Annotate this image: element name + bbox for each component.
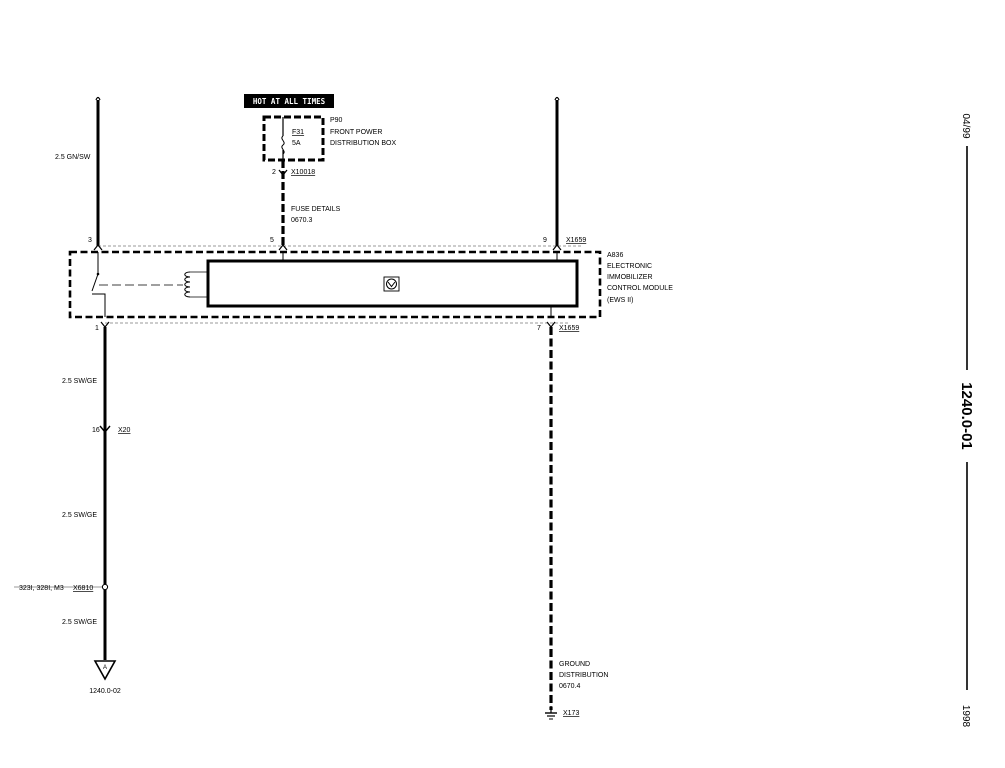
connector-x1659-top: X1659 [566, 237, 586, 244]
ground-line1: GROUND [559, 661, 590, 668]
wire-top-right-end [554, 96, 560, 101]
pin-5-connector [278, 244, 288, 251]
hot-at-all-times-banner [244, 94, 334, 108]
fuse-details-line1: FUSE DETAILS [291, 206, 341, 213]
pin-3-label: 3 [88, 237, 92, 244]
ground-line3: 0670.4 [559, 683, 581, 690]
ref-arrow-target: 1240.0-02 [89, 688, 121, 695]
connector-x10018-symbol [278, 169, 288, 177]
fuse-box-outline [262, 115, 325, 162]
connector-x20: X20 [118, 427, 131, 434]
connector-x20-symbol [99, 425, 111, 434]
module-id: A836 [607, 252, 623, 259]
wire-label-sw-ge-1: 2.5 SW/GE [62, 378, 97, 385]
ground-line2: DISTRIBUTION [559, 672, 608, 679]
wire-label-sw-ge-2: 2.5 SW/GE [62, 512, 97, 519]
pin-9-connector [552, 244, 562, 251]
module-outer-box [68, 250, 602, 319]
pin-1-label: 1 [95, 325, 99, 332]
wire-label-sw-ge-3: 2.5 SW/GE [62, 619, 97, 626]
relay-switch-arm [91, 273, 99, 292]
pin-5-label: 5 [270, 237, 274, 244]
x6810-models: 323I, 328I, M3 [19, 585, 64, 592]
fuse-rating: 5A [292, 140, 301, 147]
fuse-pin-label: 2 [272, 169, 276, 176]
fuse-box-line1: FRONT POWER [330, 129, 382, 136]
ground-icon [545, 706, 557, 720]
relay-coil-icon [184, 271, 191, 298]
control-unit-icon [386, 278, 397, 290]
banner-text: HOT AT ALL TIMES [253, 97, 326, 106]
fuse-box-id: P90 [330, 117, 343, 124]
module-line2: IMMOBILIZER [607, 274, 653, 281]
relay-switch-contact [96, 272, 100, 276]
module-body [206, 259, 579, 308]
module-line3: CONTROL MODULE [607, 285, 673, 292]
fuse-details-line2: 0670.3 [291, 217, 313, 224]
control-unit-icon-frame [383, 276, 400, 292]
ref-arrow-letter: A [103, 665, 107, 671]
wire-top-left-end [95, 96, 101, 101]
connector-x1659-bottom: X1659 [559, 325, 579, 332]
pin-9-label: 9 [543, 237, 547, 244]
ref-arrow-a [93, 660, 117, 681]
module-line1: ELECTRONIC [607, 263, 652, 270]
fuse-symbol [281, 135, 285, 155]
fuse-box-line2: DISTRIBUTION BOX [330, 140, 396, 147]
connector-x10018: X10018 [291, 169, 315, 176]
pin-7-label: 7 [537, 325, 541, 332]
wire-label-gn-sw: 2.5 GN/SW [55, 154, 91, 161]
side-year: 1998 [960, 705, 971, 728]
x20-pin: 16 [92, 427, 100, 434]
pin-3-connector [93, 244, 103, 251]
connector-x173: X173 [563, 710, 579, 717]
side-date: 04/99 [960, 113, 971, 138]
module-line4: (EWS II) [607, 297, 633, 304]
splice-x6810-dot [101, 583, 109, 591]
side-page-number: 1240.0-01 [958, 382, 975, 450]
connector-x6810: X6810 [73, 585, 93, 592]
control-unit-icon-mark [387, 281, 396, 288]
relay-switch-base [92, 293, 106, 296]
fuse-id: F31 [292, 129, 304, 136]
